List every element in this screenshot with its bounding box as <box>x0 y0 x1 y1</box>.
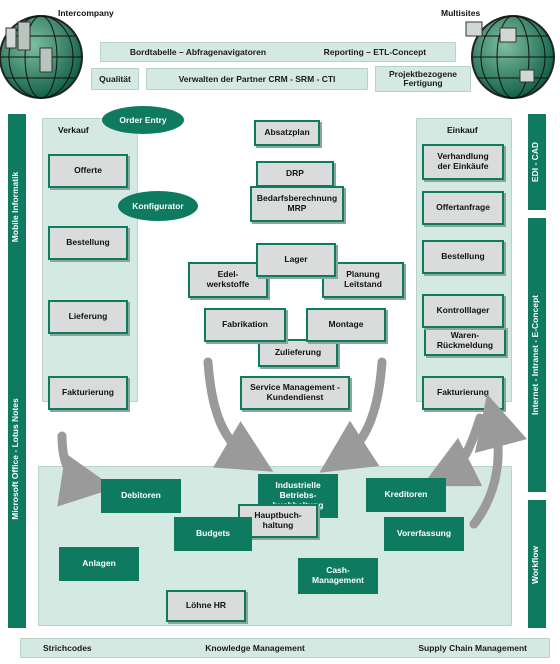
einkauf-bestellung-node: Bestellung <box>422 240 504 274</box>
strichcodes-label: Strichcodes <box>43 643 92 653</box>
right-side-middle <box>528 218 546 492</box>
offerte-node: Offerte <box>48 154 128 188</box>
kreditoren-node: Kreditoren <box>366 478 446 512</box>
projekt-label-1: Projektbezogene <box>388 68 458 79</box>
vorerfassung-node: Vorerfassung <box>384 517 464 551</box>
edelwerkstoffe-node: Edel- werkstoffe <box>188 262 268 298</box>
right-side-top <box>528 114 546 210</box>
service-line2: Kundendienst <box>266 392 324 402</box>
lieferung-node: Lieferung <box>48 300 128 334</box>
hauptbuch-line1: Hauptbuch- <box>254 510 302 521</box>
partner-label: Verwalten der Partner CRM - SRM - CTI <box>178 74 336 84</box>
einkauf-fakturierung-node: Fakturierung <box>422 376 504 410</box>
industrielle-line2: Betriebs- <box>279 490 317 501</box>
offertanfrage-node: Offertanfrage <box>422 191 504 225</box>
knowledge-label: Knowledge Management <box>205 643 305 653</box>
verhandlung-line1: Verhandlung <box>437 151 489 162</box>
globe-right-icon <box>465 15 555 99</box>
anlagen-node: Anlagen <box>59 547 139 581</box>
bedarf-line1: Bedarfsberechnung <box>256 193 338 204</box>
montage-node: Montage <box>306 308 386 342</box>
edel-line1: Edel- <box>217 269 239 280</box>
verkauf-fakturierung-node: Fakturierung <box>48 376 128 410</box>
internet-label: Internet - Intranet - E-Concept <box>530 295 540 415</box>
service-line1: Service Management - <box>250 382 340 393</box>
verhandlung-node: Verhandlung der Einkäufe <box>422 144 504 180</box>
ms-office-label: Microsoft Office - Lotus Notes <box>10 398 20 520</box>
industrielle-line1: Industrielle <box>275 480 321 491</box>
budgets-node: Budgets <box>174 517 252 551</box>
cash-line2: Management <box>312 575 364 585</box>
kontrolllager-node: Kontrolllager <box>422 294 504 328</box>
waren-node: Waren- Rückmeldung <box>424 326 506 356</box>
bordtabelle-label: Bordtabelle – Abfragenavigatoren <box>129 47 267 57</box>
mobile-informatik-label: Mobile Informatik <box>10 171 20 243</box>
projekt-label-2: Fertigung <box>403 78 443 88</box>
verkauf-bestellung-node: Bestellung <box>48 226 128 260</box>
edi-cad-label: EDI - CAD <box>530 141 540 183</box>
bedarf-node: Bedarfsberechnung MRP <box>250 186 344 222</box>
corner-label-multisites: Multisites <box>441 8 481 18</box>
zulieferung-node: Zulieferung <box>258 339 338 367</box>
reporting-label: Reporting – ETL-Concept <box>323 47 427 57</box>
order-entry-node: Order Entry <box>102 106 184 134</box>
einkauf-title: Einkauf <box>447 125 478 135</box>
absatzplan-node: Absatzplan <box>254 120 320 146</box>
service-node: Service Management - Kundendienst <box>240 376 350 410</box>
loehne-node: Löhne HR <box>166 590 246 622</box>
planung-line1: Planung <box>346 269 380 280</box>
cash-node: Cash- Management <box>298 558 378 594</box>
fabrikation-node: Fabrikation <box>204 308 286 342</box>
left-side-bar <box>8 114 26 628</box>
debitoren-node: Debitoren <box>101 479 181 513</box>
cash-line1: Cash- <box>326 565 350 576</box>
waren-line2: Rückmeldung <box>436 340 494 350</box>
right-side-bottom <box>528 500 546 628</box>
bottom-bar: Strichcodes Knowledge Management Supply … <box>20 638 550 658</box>
hauptbuch-line2: haltung <box>262 520 294 530</box>
projekt-bar: Projektbezogene Fertigung <box>375 66 471 92</box>
lager-node: Lager <box>256 243 336 277</box>
verhandlung-line2: der Einkäufe <box>437 161 489 171</box>
top-bar-row1: Bordtabelle – Abfragenavigatoren Reporti… <box>100 42 456 62</box>
qualitaet-bar: Qualität <box>91 68 139 90</box>
workflow-label: Workflow <box>530 545 540 585</box>
globe-left-icon <box>0 15 83 99</box>
verkauf-title: Verkauf <box>58 125 89 135</box>
edel-line2: werkstoffe <box>206 279 250 289</box>
konfigurator-node: Konfigurator <box>118 191 198 221</box>
partner-bar: Verwalten der Partner CRM - SRM - CTI <box>146 68 368 90</box>
qualitaet-label: Qualität <box>99 74 131 84</box>
waren-line1: Waren- <box>450 330 480 341</box>
bedarf-line2: MRP <box>287 203 307 213</box>
planung-line2: Leitstand <box>344 279 382 289</box>
drp-node: DRP <box>256 161 334 187</box>
supply-chain-label: Supply Chain Management <box>418 643 527 653</box>
corner-label-intercompany: Intercompany <box>58 8 114 18</box>
